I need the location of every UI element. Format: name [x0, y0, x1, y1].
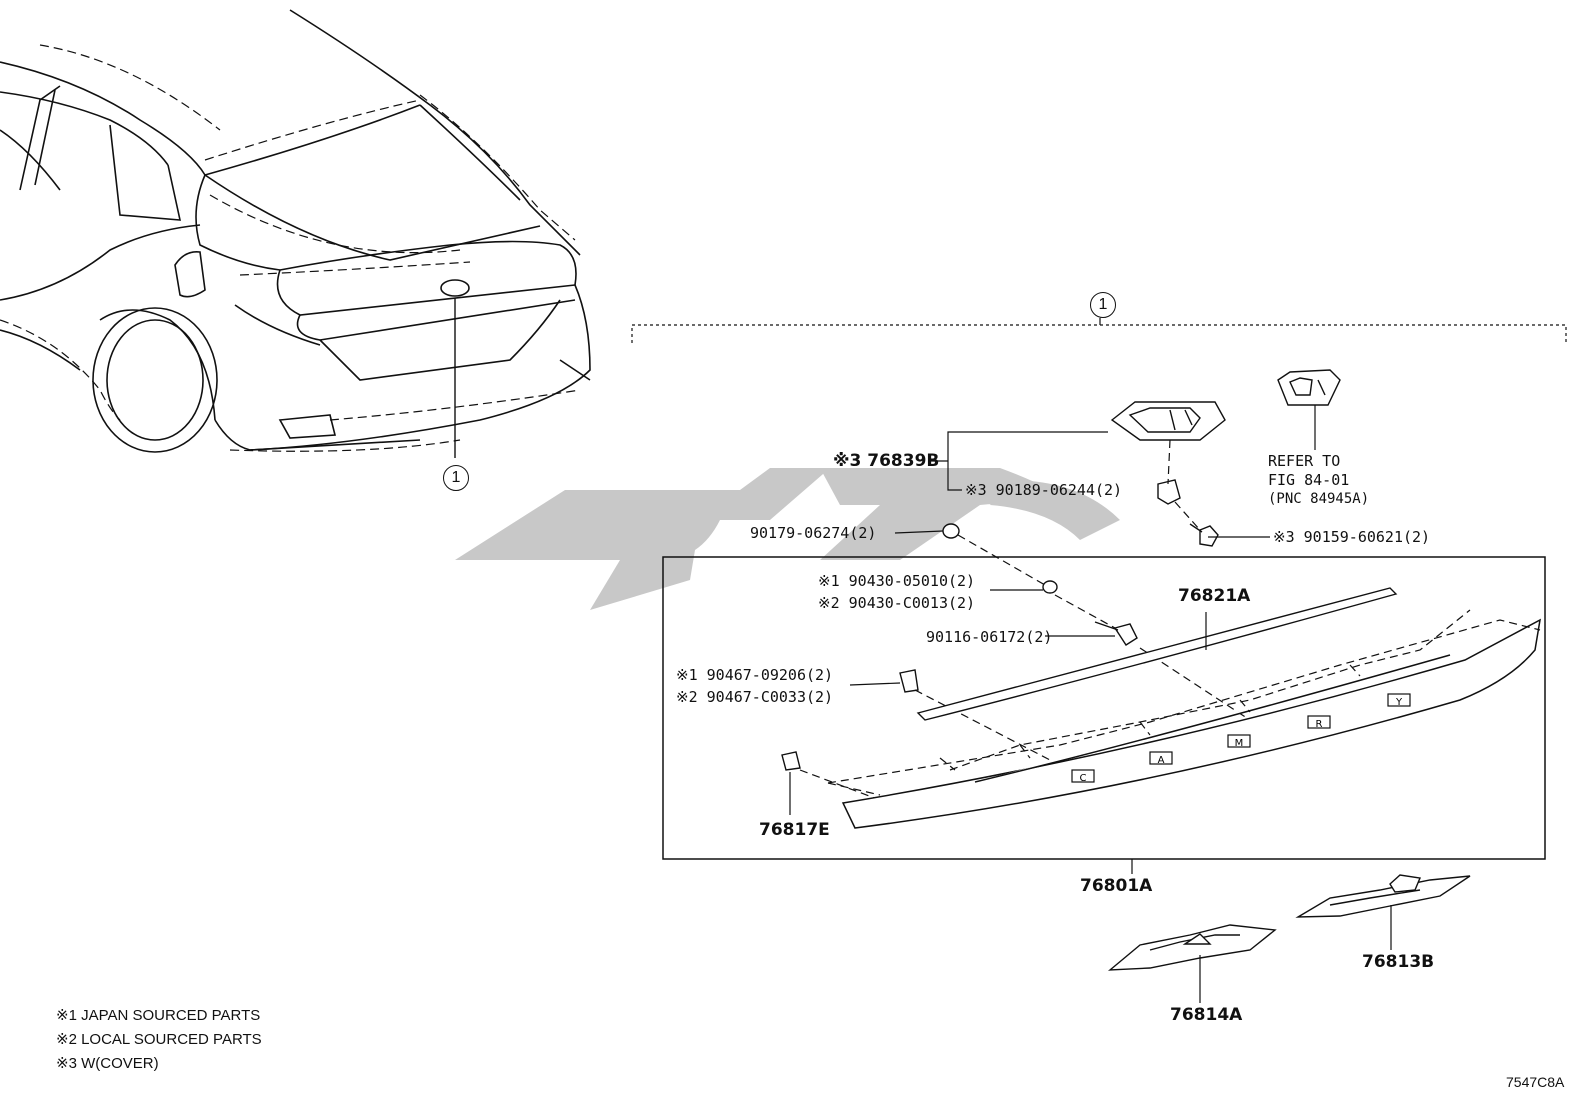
camera-part — [1277, 369, 1341, 406]
label-76814A: 76814A — [1170, 1005, 1243, 1025]
label-90189: ※3 90189-06244(2) — [965, 481, 1123, 499]
refer-line-3: (PNC 84945A) — [1268, 491, 1370, 507]
emblem-letter-m: M — [1235, 738, 1244, 749]
garnish-panel-part — [841, 618, 1541, 829]
callout-circle-car: 1 — [443, 465, 469, 491]
label-90116: 90116-06172(2) — [926, 628, 1053, 646]
label-76839B: ※3 76839B — [833, 451, 940, 471]
lamp-leader-lines — [930, 431, 1108, 491]
callout-circle-assembly: 1 — [1090, 292, 1116, 318]
label-90159: ※3 90159-60621(2) — [1273, 528, 1431, 546]
label-76817E: 76817E — [759, 820, 830, 840]
emblem-letter-r: R — [1316, 719, 1323, 730]
watermark-logo — [455, 468, 1120, 610]
car-hidden-lines — [0, 44, 581, 452]
label-90467-a: ※1 90467-09206(2) — [676, 666, 834, 684]
cover-part-76814A — [1107, 924, 1277, 971]
car-body-illustration — [0, 9, 591, 453]
label-90430-a: ※1 90430-05010(2) — [818, 572, 976, 590]
emblem-letter-y: Y — [1395, 697, 1403, 708]
diagram-code: 7547C8A — [1506, 1074, 1565, 1090]
garnish-dashed-outline — [827, 609, 1541, 796]
lamp-bracket-part — [1110, 401, 1226, 441]
label-76801A: 76801A — [1080, 876, 1153, 896]
refer-line-2: FIG 84-01 — [1268, 471, 1350, 489]
garnish-assembly-box — [662, 556, 1546, 860]
fastener-leaders — [789, 530, 1270, 815]
label-76821A: 76821A — [1178, 586, 1251, 606]
label-90179: 90179-06274(2) — [750, 524, 877, 542]
assembly-dashed-paths — [799, 439, 1251, 801]
footnote-2: ※2 LOCAL SOURCED PARTS — [56, 1031, 262, 1048]
emblem-letter-a: A — [1158, 755, 1165, 766]
fastener-parts — [781, 479, 1219, 771]
label-76813B: 76813B — [1362, 952, 1435, 972]
label-90467-b: ※2 90467-C0033(2) — [676, 688, 834, 706]
emblem-letter-c: C — [1080, 773, 1087, 784]
chrome-strip-part — [916, 587, 1398, 721]
assembly-bracket — [631, 324, 1567, 343]
camry-emblem: C A M R Y — [1071, 693, 1411, 784]
label-90430-b: ※2 90430-C0013(2) — [818, 594, 976, 612]
cover-part-76813B — [1295, 874, 1471, 918]
refer-line-1: REFER TO — [1268, 452, 1341, 470]
footnote-1: ※1 JAPAN SOURCED PARTS — [56, 1007, 261, 1024]
footnote-3: ※3 W(COVER) — [56, 1055, 159, 1072]
